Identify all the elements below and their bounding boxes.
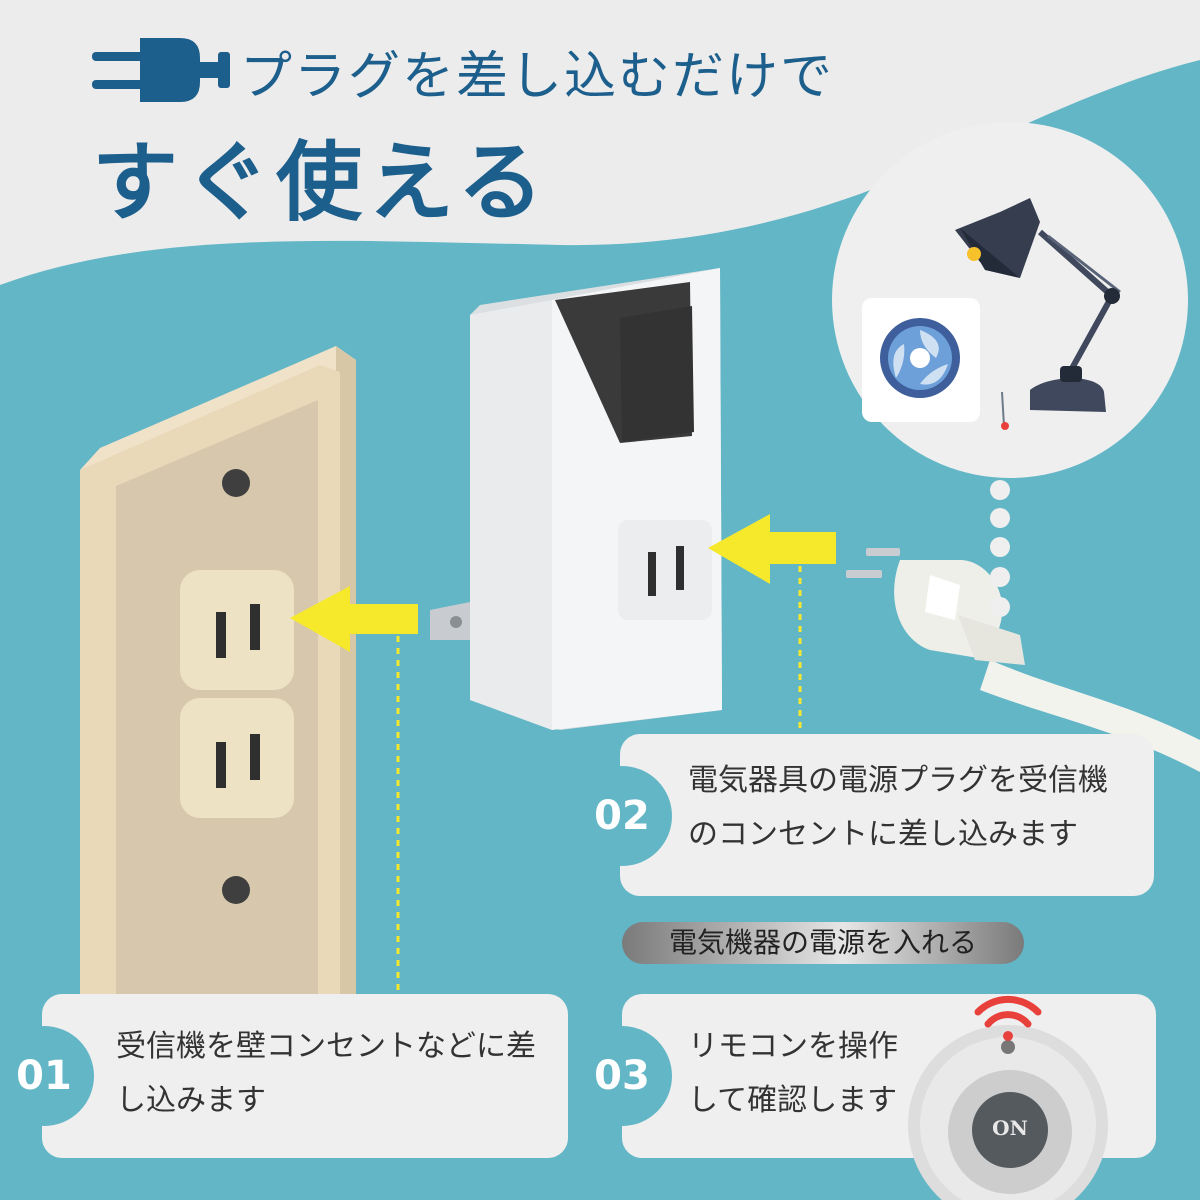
arrow-to-wall	[290, 586, 418, 652]
number-badge-03	[572, 1026, 672, 1126]
step-number-02: 02	[594, 793, 650, 839]
appliances-bubble	[832, 122, 1188, 617]
step-03-line2: して確認します	[688, 1083, 898, 1118]
step-number-01: 01	[16, 1053, 72, 1099]
step-card-02	[620, 734, 1154, 896]
step-text-03: リモコンを操作 して確認します	[688, 1020, 898, 1128]
signal-icon	[974, 995, 1042, 1041]
plug-icon	[92, 38, 230, 102]
arrow-to-receiver	[708, 514, 836, 584]
step-card-01	[42, 994, 568, 1158]
step-number-03: 03	[594, 1053, 650, 1099]
number-badge-01	[0, 1026, 94, 1126]
heading-line1: プラグを差し込むだけで	[240, 47, 835, 107]
power-on-note: 電気機器の電源を入れる	[622, 922, 1024, 964]
receiver-adapter	[430, 268, 722, 730]
step-text-01: 受信機を壁コンセントなどに差 し込みます	[116, 1020, 536, 1128]
step-02-line2: のコンセントに差し込みます	[688, 817, 1078, 852]
header-wave	[0, 0, 1200, 285]
step-01-line1: 受信機を壁コンセントなどに差	[116, 1029, 536, 1064]
number-badge-02	[572, 766, 672, 866]
power-on-note-text: 電気機器の電源を入れる	[668, 926, 977, 959]
step-03-line1: リモコンを操作	[688, 1029, 898, 1064]
appliance-plug	[846, 548, 1200, 772]
step-01-line2: し込みます	[116, 1083, 266, 1118]
remote-control	[908, 1025, 1108, 1200]
lamp-icon	[955, 198, 1121, 412]
wall-outlet	[80, 346, 356, 995]
step-text-02: 電気器具の電源プラグを受信機 のコンセントに差し込みます	[688, 754, 1108, 862]
fan-icon	[862, 298, 1009, 430]
step-02-line1: 電気器具の電源プラグを受信機	[688, 763, 1108, 798]
page-title: すぐ使える	[92, 133, 550, 233]
on-button[interactable]: ON	[992, 1116, 1028, 1140]
